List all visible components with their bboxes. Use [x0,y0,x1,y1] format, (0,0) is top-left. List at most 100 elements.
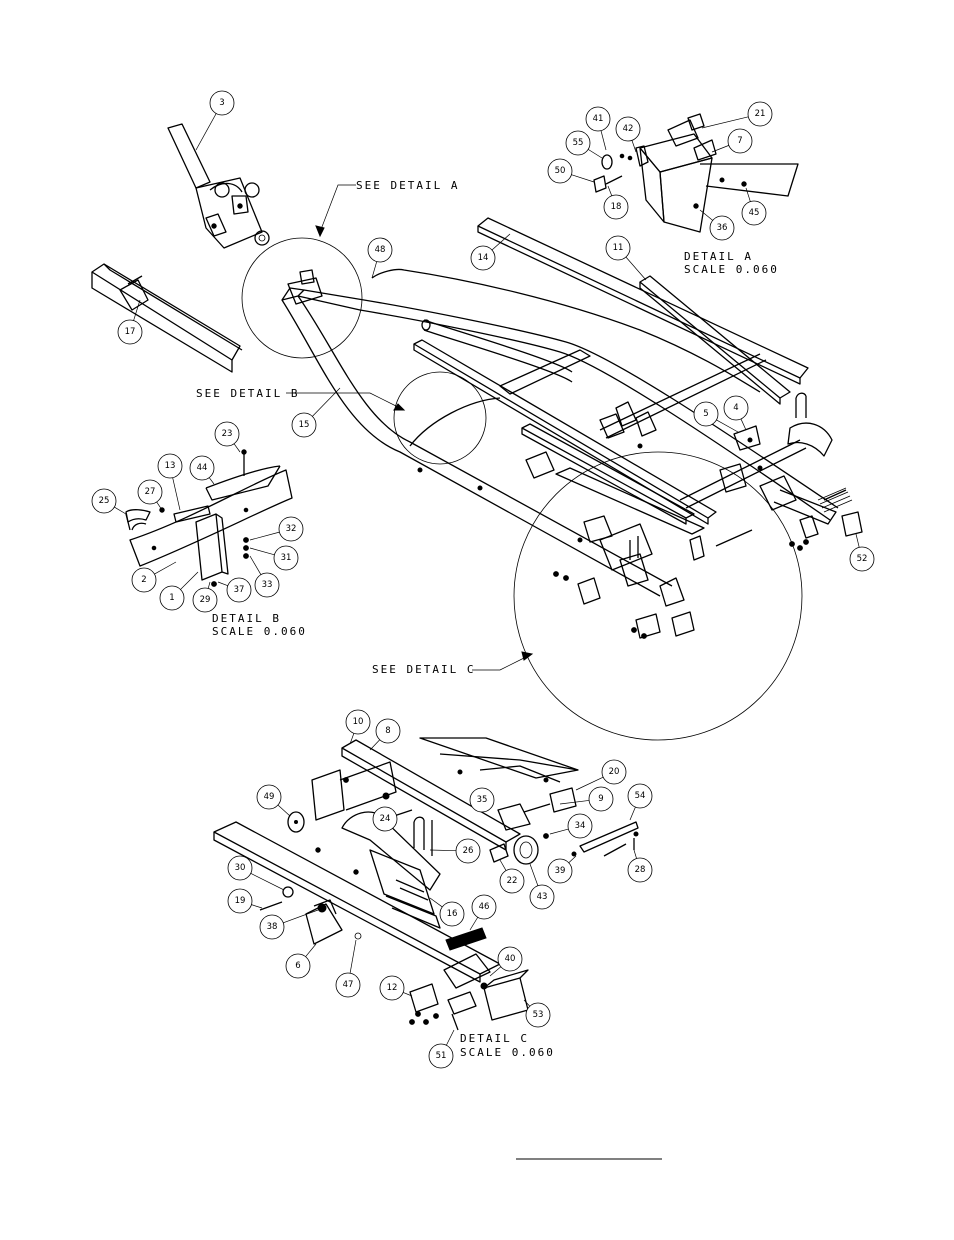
callout-number: 19 [235,896,246,906]
callout-number: 6 [295,961,300,971]
callout-leader [500,860,506,871]
callout-number: 15 [299,420,310,430]
callout-number: 20 [609,767,620,777]
callout-number: 23 [222,429,233,439]
winch-stand-part [168,124,269,248]
callout-leader [218,582,228,586]
callout-number: 37 [234,585,245,595]
callout-number: 45 [749,208,760,218]
callout-number: 32 [286,524,297,534]
callout-number: 49 [264,792,275,802]
frame-axle-area [526,452,752,638]
callout-number: 21 [755,109,766,119]
callout-number: 55 [573,138,584,148]
callout-leader [716,420,738,432]
callout-number: 30 [235,863,246,873]
callout-number: 22 [507,876,518,886]
callout-number: 46 [479,902,490,912]
detail-c-title: DETAIL C [460,1032,529,1045]
callout-number: 26 [463,846,474,856]
callout-number: 14 [478,253,489,263]
callout-leader [634,850,637,859]
detail-b-circle [394,372,486,464]
callout-number: 54 [635,791,646,801]
callout-number: 35 [477,795,488,805]
callout-leader [350,940,356,973]
callout-leader [234,444,240,452]
callout-number: 28 [635,865,646,875]
callout-number: 17 [125,327,136,337]
callout-leader [571,175,594,182]
callout-number: 27 [145,487,156,497]
main-frame [282,270,862,596]
callout-number: 36 [717,223,728,233]
callout-leader [601,131,606,150]
callout-number: 50 [555,166,566,176]
callout-leader [154,562,176,574]
see-detail-a-label: SEE DETAIL A [356,179,459,192]
callout-leader [430,850,456,851]
callout-number: 44 [197,463,208,473]
callout-number: 25 [99,496,110,506]
detail-b-scale: SCALE 0.060 [212,625,307,638]
callout-number: 5 [703,409,708,419]
detail-c-scale: SCALE 0.060 [460,1046,555,1059]
callout-number: 39 [555,866,566,876]
callout-number: 2 [141,575,146,585]
callout-leader [632,140,636,152]
callout-number: 43 [537,892,548,902]
callout-leader [530,864,538,886]
callout-leader [278,805,290,816]
callout-leader [196,114,216,150]
callout-leader [306,944,316,957]
callout-leader [312,388,340,416]
callout-leader [741,419,746,430]
bunk-boards [478,218,808,404]
callout-number: 24 [380,814,391,824]
callout-leader [370,740,380,750]
callout-number: 52 [857,554,868,564]
callout-leader [250,556,261,575]
callout-number: 16 [447,909,458,919]
callout-number: 18 [611,202,622,212]
callout-leader [608,186,612,196]
see-detail-b-label: SEE DETAIL B [196,387,299,400]
callout-leader [157,502,162,510]
callout-number: 29 [200,595,211,605]
detail-c-drawing [214,738,638,1030]
callout-number: 42 [623,124,634,134]
callout-leader [209,478,214,484]
callout-leader [446,1030,454,1045]
callout-leader [630,807,635,820]
callout-number: 7 [737,136,742,146]
detail-b-title: DETAIL B [212,612,281,625]
callout-leader [208,582,210,588]
callout-number: 47 [343,980,354,990]
callout-number: 48 [375,245,386,255]
callout-leader [250,548,274,555]
callout-number: 13 [165,461,176,471]
cable-part [372,269,760,392]
callout-leader [470,917,478,930]
callout-leader [569,856,576,863]
detail-a-scale: SCALE 0.060 [684,263,779,276]
callout-leader [626,257,646,280]
callout-leader [251,905,262,908]
callout-leader [180,572,198,590]
callout-leader [283,910,318,923]
callout-number: 11 [613,243,624,253]
callout-leader [550,829,568,834]
callout-number: 3 [219,98,224,108]
callout-leader [173,478,180,510]
tongue-part [92,264,242,372]
callout-number: 38 [267,922,278,932]
detail-a-title: DETAIL A [684,250,753,263]
callout-leader [856,534,859,547]
callout-number: 41 [593,114,604,124]
detail-a-circle [242,238,362,358]
callout-leader [250,532,279,540]
callout-number: 31 [281,553,292,563]
